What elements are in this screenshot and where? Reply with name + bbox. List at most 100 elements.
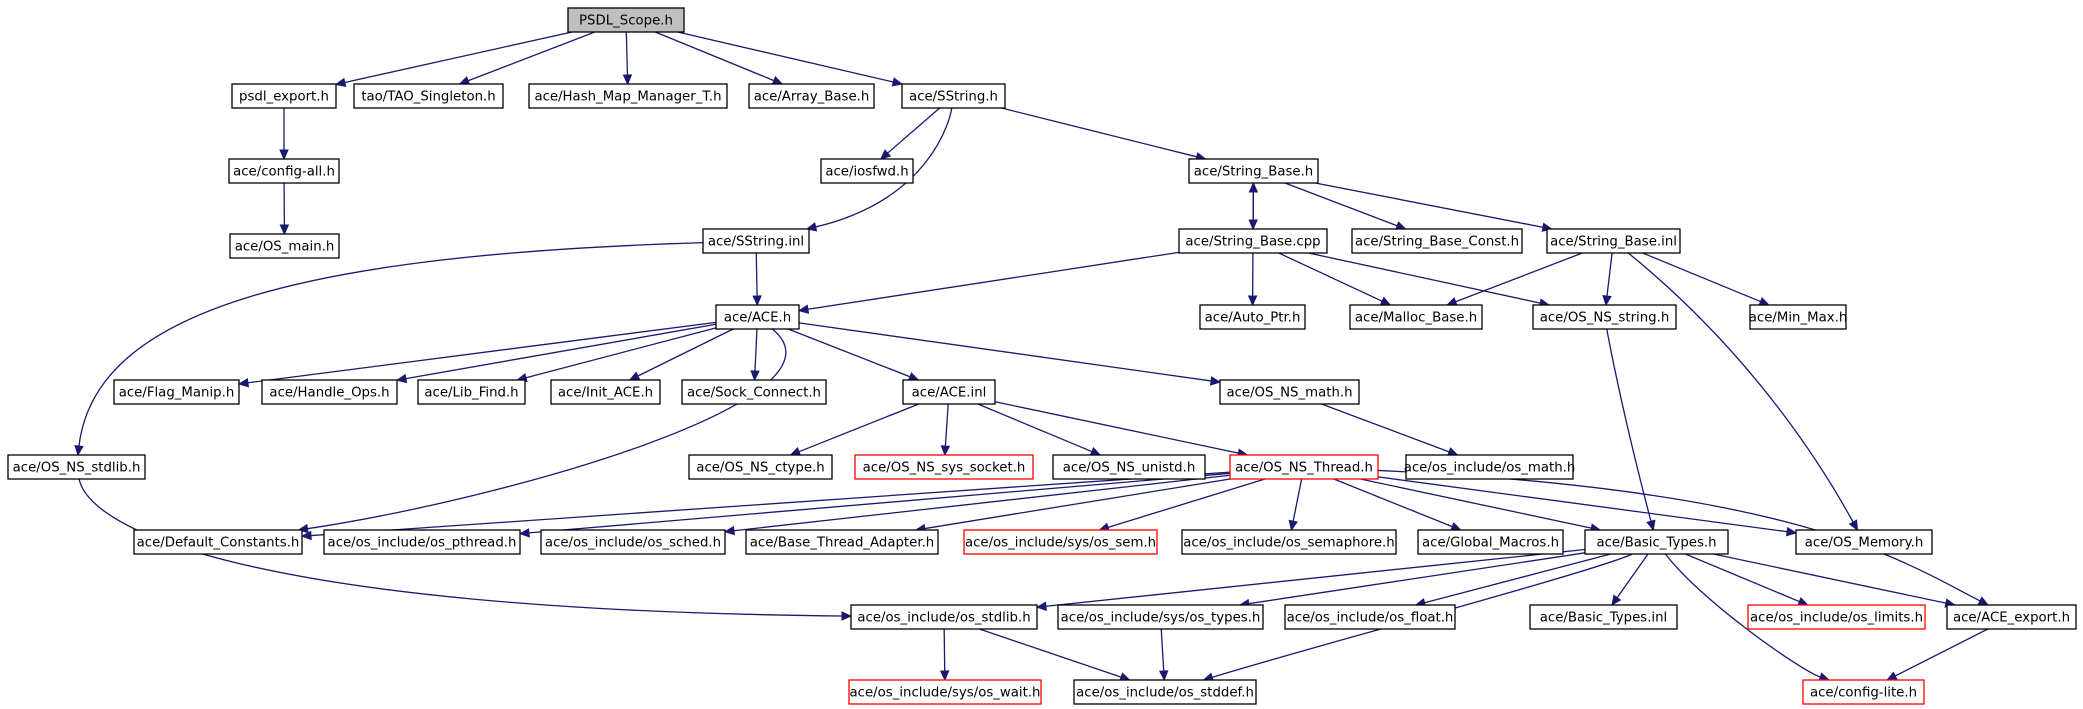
node-box[interactable] <box>1946 604 2077 630</box>
node-box[interactable] <box>1529 604 1678 630</box>
node-box[interactable] <box>745 529 939 555</box>
node-box[interactable] <box>1219 379 1360 405</box>
node-box[interactable] <box>902 379 996 405</box>
node-box[interactable] <box>353 83 504 109</box>
node-box[interactable] <box>567 7 685 33</box>
node-box[interactable] <box>1349 304 1483 330</box>
node-os-wait[interactable]: ace/os_include/sys/os_wait.h <box>848 679 1042 705</box>
node-os-stddef[interactable]: ace/os_include/os_stddef.h <box>1073 679 1257 705</box>
node-box[interactable] <box>1532 304 1677 330</box>
node-config-lite[interactable]: ace/config-lite.h <box>1802 679 1925 705</box>
node-os-sched[interactable]: ace/os_include/os_sched.h <box>540 529 726 555</box>
node-global-macros[interactable]: ace/Global_Macros.h <box>1417 529 1564 555</box>
node-box[interactable] <box>550 379 661 405</box>
node-default-constants[interactable]: ace/Default_Constants.h <box>133 529 303 555</box>
node-ace-inl[interactable]: ace/ACE.inl <box>902 379 996 405</box>
node-string-base-inl[interactable]: ace/String_Base.inl <box>1546 228 1681 254</box>
node-box[interactable] <box>1747 604 1926 630</box>
node-basic-types-inl[interactable]: ace/Basic_Types.inl <box>1529 604 1678 630</box>
node-os-semaphore[interactable]: ace/os_include/os_semaphore.h <box>1181 529 1397 555</box>
node-box[interactable] <box>229 233 340 259</box>
node-hash-map-mgr[interactable]: ace/Hash_Map_Manager_T.h <box>528 83 728 109</box>
node-box[interactable] <box>1073 679 1257 705</box>
node-box[interactable] <box>1178 228 1328 254</box>
node-os-ns-string[interactable]: ace/OS_NS_string.h <box>1532 304 1677 330</box>
node-box[interactable] <box>1405 454 1574 480</box>
node-box[interactable] <box>231 83 337 109</box>
node-box[interactable] <box>1052 454 1206 480</box>
node-box[interactable] <box>228 158 340 184</box>
node-lib-find[interactable]: ace/Lib_Find.h <box>417 379 526 405</box>
node-box[interactable] <box>850 604 1038 630</box>
node-box[interactable] <box>1795 529 1933 555</box>
node-min-max[interactable]: ace/Min_Max.h <box>1749 304 1848 330</box>
node-os-sem[interactable]: ace/os_include/sys/os_sem.h <box>963 529 1158 555</box>
node-box[interactable] <box>963 529 1158 555</box>
node-box[interactable] <box>681 379 827 405</box>
node-os-pthread[interactable]: ace/os_include/os_pthread.h <box>323 529 521 555</box>
node-box[interactable] <box>1181 529 1397 555</box>
node-os-ns-sys-socket[interactable]: ace/OS_NS_sys_socket.h <box>854 454 1034 480</box>
node-box[interactable] <box>848 679 1042 705</box>
node-os-limits[interactable]: ace/os_include/os_limits.h <box>1747 604 1926 630</box>
node-box[interactable] <box>1229 454 1379 480</box>
node-ace-h[interactable]: ace/ACE.h <box>715 304 800 330</box>
node-box[interactable] <box>7 454 146 480</box>
node-box[interactable] <box>1199 304 1306 330</box>
node-os-math[interactable]: ace/os_include/os_math.h <box>1404 454 1576 480</box>
node-iosfwd[interactable]: ace/iosfwd.h <box>820 158 914 184</box>
node-os-ns-thread[interactable]: ace/OS_NS_Thread.h <box>1229 454 1379 480</box>
node-os-ns-ctype[interactable]: ace/OS_NS_ctype.h <box>688 454 833 480</box>
node-box[interactable] <box>528 83 728 109</box>
node-os-main[interactable]: ace/OS_main.h <box>229 233 340 259</box>
node-box[interactable] <box>323 529 521 555</box>
node-os-float[interactable]: ace/os_include/os_float.h <box>1284 604 1456 630</box>
node-os-ns-unistd[interactable]: ace/OS_NS_unistd.h <box>1052 454 1206 480</box>
node-box[interactable] <box>1802 679 1925 705</box>
node-os-stdlib[interactable]: ace/os_include/os_stdlib.h <box>850 604 1038 630</box>
node-box[interactable] <box>1546 228 1681 254</box>
node-box[interactable] <box>540 529 726 555</box>
node-string-base-h[interactable]: ace/String_Base.h <box>1188 158 1319 184</box>
node-os-ns-stdlib[interactable]: ace/OS_NS_stdlib.h <box>7 454 146 480</box>
node-string-base-const[interactable]: ace/String_Base_Const.h <box>1351 228 1523 254</box>
node-box[interactable] <box>1284 604 1456 630</box>
node-basic-types-h[interactable]: ace/Basic_Types.h <box>1584 529 1729 555</box>
node-ace-export[interactable]: ace/ACE_export.h <box>1946 604 2077 630</box>
node-psdl-export[interactable]: psdl_export.h <box>231 83 337 109</box>
node-os-ns-math[interactable]: ace/OS_NS_math.h <box>1219 379 1360 405</box>
node-box[interactable] <box>1584 529 1729 555</box>
node-box[interactable] <box>261 379 398 405</box>
node-psdl-scope[interactable]: PSDL_Scope.h <box>567 7 685 33</box>
node-box[interactable] <box>417 379 526 405</box>
node-os-memory[interactable]: ace/OS_Memory.h <box>1795 529 1933 555</box>
node-sstring-h[interactable]: ace/SString.h <box>901 83 1006 109</box>
node-tao-singleton[interactable]: tao/TAO_Singleton.h <box>353 83 504 109</box>
node-box[interactable] <box>901 83 1006 109</box>
node-box[interactable] <box>854 454 1034 480</box>
node-string-base-cpp[interactable]: ace/String_Base.cpp <box>1178 228 1328 254</box>
node-box[interactable] <box>1417 529 1564 555</box>
node-box[interactable] <box>715 304 800 330</box>
node-sstring-inl[interactable]: ace/SString.inl <box>702 228 810 254</box>
node-flag-manip[interactable]: ace/Flag_Manip.h <box>113 379 240 405</box>
node-box[interactable] <box>1188 158 1319 184</box>
node-malloc-base[interactable]: ace/Malloc_Base.h <box>1349 304 1483 330</box>
node-auto-ptr[interactable]: ace/Auto_Ptr.h <box>1199 304 1306 330</box>
node-sock-connect[interactable]: ace/Sock_Connect.h <box>681 379 827 405</box>
node-box[interactable] <box>702 228 810 254</box>
node-box[interactable] <box>133 529 303 555</box>
node-box[interactable] <box>1351 228 1523 254</box>
node-box[interactable] <box>113 379 240 405</box>
node-box[interactable] <box>688 454 833 480</box>
node-base-thread-adapter[interactable]: ace/Base_Thread_Adapter.h <box>745 529 939 555</box>
node-box[interactable] <box>748 83 875 109</box>
node-handle-ops[interactable]: ace/Handle_Ops.h <box>261 379 398 405</box>
node-box[interactable] <box>820 158 914 184</box>
node-box[interactable] <box>1057 604 1264 630</box>
node-os-types[interactable]: ace/os_include/sys/os_types.h <box>1057 604 1264 630</box>
node-array-base[interactable]: ace/Array_Base.h <box>748 83 875 109</box>
node-box[interactable] <box>1749 304 1847 330</box>
node-config-all[interactable]: ace/config-all.h <box>228 158 340 184</box>
node-init-ace[interactable]: ace/Init_ACE.h <box>550 379 661 405</box>
